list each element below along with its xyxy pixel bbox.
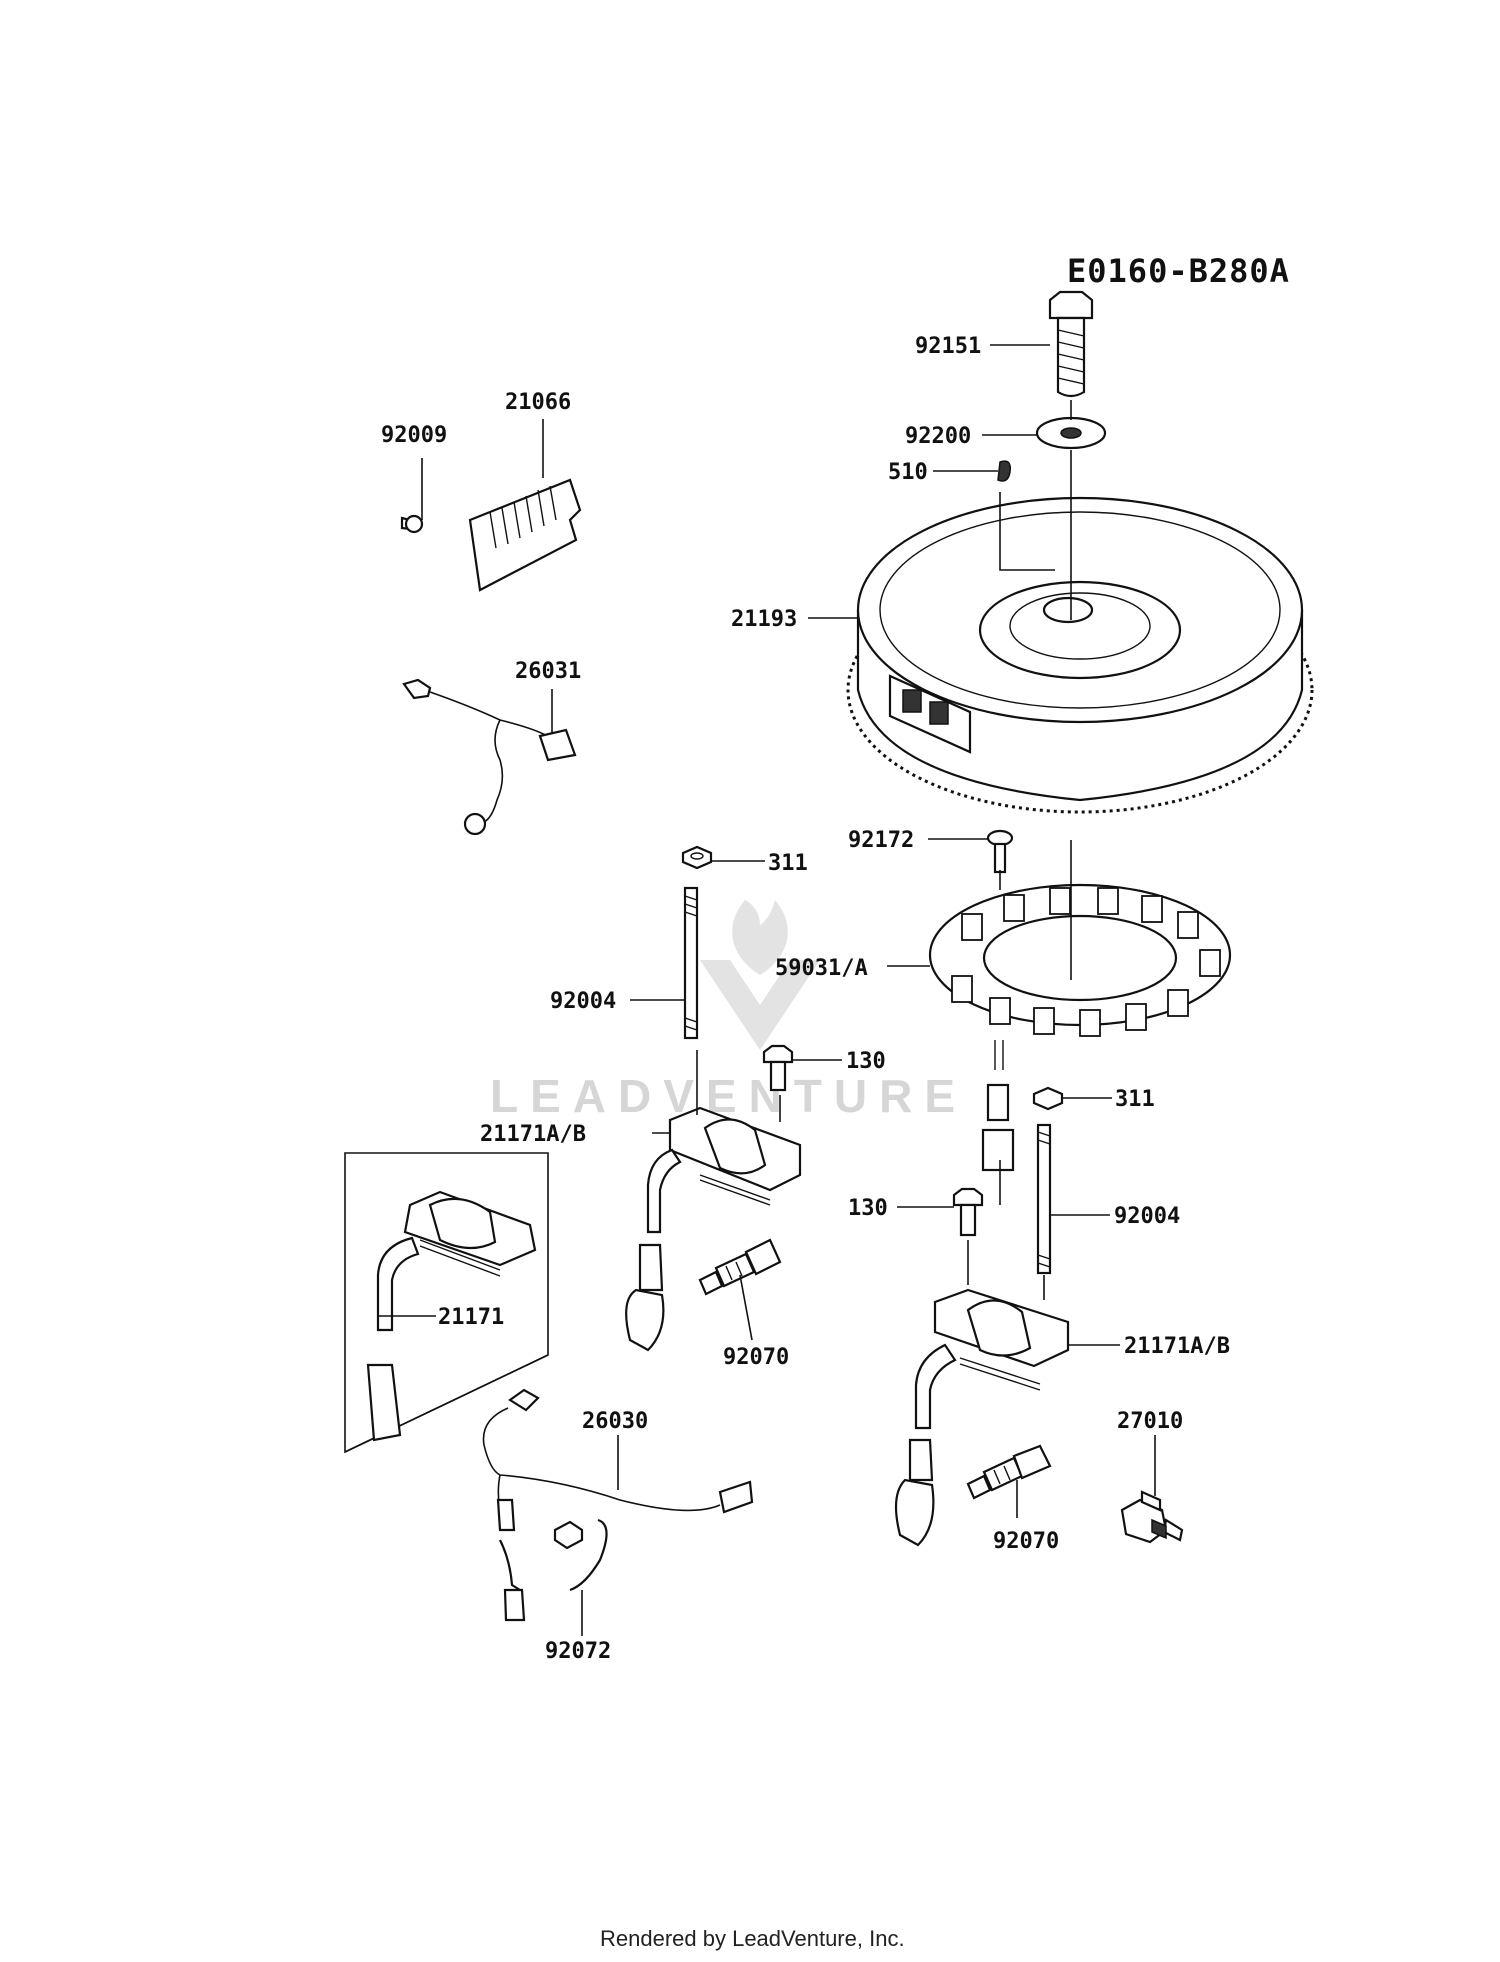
callout-92072[interactable]: 92072: [545, 1639, 611, 1664]
flywheel-21193[interactable]: [846, 496, 1314, 814]
callout-26030[interactable]: 26030: [582, 1409, 648, 1434]
regulator-21066[interactable]: [400, 478, 582, 592]
footer-credit: Rendered by LeadVenture, Inc.: [600, 1926, 905, 1951]
callout-21066[interactable]: 21066: [505, 390, 571, 415]
stator-59031A[interactable]: [928, 883, 1232, 1172]
callout-21171[interactable]: 21171: [438, 1305, 504, 1330]
bolt-130-upper[interactable]: [762, 1044, 794, 1092]
bolt-92151[interactable]: [1048, 290, 1094, 398]
callout-92151[interactable]: 92151: [915, 334, 981, 359]
callout-130-upper[interactable]: 130: [846, 1049, 886, 1074]
washer-92200[interactable]: [1035, 416, 1107, 450]
leader-lines: [378, 344, 1156, 1636]
callout-311-top[interactable]: 311: [768, 851, 808, 876]
callout-27010[interactable]: 27010: [1117, 1409, 1183, 1434]
key-510[interactable]: [997, 460, 1012, 482]
harness-26030[interactable]: [482, 1388, 754, 1622]
callout-26031[interactable]: 26031: [515, 659, 581, 684]
callout-510[interactable]: 510: [888, 460, 928, 485]
callout-92070-left[interactable]: 92070: [723, 1345, 789, 1370]
callout-92070-right[interactable]: 92070: [993, 1529, 1059, 1554]
callout-92004-right[interactable]: 92004: [1114, 1204, 1180, 1229]
callout-21171AB-left[interactable]: 21171A/B: [480, 1122, 586, 1147]
bolt-130-lower[interactable]: [952, 1187, 984, 1237]
callout-21171AB-right[interactable]: 21171A/B: [1124, 1334, 1230, 1359]
stud-92004-left[interactable]: [683, 886, 699, 1040]
callout-labels: 92151 92200 510 21193 21066 92009 26031 …: [381, 334, 1230, 1664]
callout-21193[interactable]: 21193: [731, 607, 797, 632]
callout-92009[interactable]: 92009: [381, 423, 447, 448]
callout-311-right[interactable]: 311: [1115, 1087, 1155, 1112]
spark-plug-92070-right[interactable]: [966, 1444, 1052, 1500]
harness-26031[interactable]: [402, 678, 577, 836]
callout-130-lower[interactable]: 130: [848, 1196, 888, 1221]
ignition-coil-21171AB-right[interactable]: [894, 1288, 1070, 1547]
cap-92072[interactable]: [553, 1518, 608, 1592]
diagram-code: E0160-B280A: [1067, 252, 1290, 290]
stud-92004-right[interactable]: [1036, 1123, 1052, 1275]
screw-92172[interactable]: [986, 829, 1014, 874]
ignition-coil-21171AB-left[interactable]: [625, 1106, 802, 1352]
leadventure-watermark: LEADVENTURE: [490, 900, 967, 1122]
nut-311-top[interactable]: [681, 845, 713, 870]
callout-92200[interactable]: 92200: [905, 424, 971, 449]
watermark-text: LEADVENTURE: [490, 1070, 967, 1122]
spark-plug-92070-left[interactable]: [698, 1238, 782, 1296]
oil-switch-27010[interactable]: [1120, 1490, 1184, 1544]
callout-92004-left[interactable]: 92004: [550, 989, 616, 1014]
callout-92172[interactable]: 92172: [848, 828, 914, 853]
callout-59031A[interactable]: 59031/A: [775, 956, 868, 981]
ignition-coil-21171[interactable]: [366, 1190, 537, 1442]
nut-311-right[interactable]: [1032, 1086, 1064, 1111]
